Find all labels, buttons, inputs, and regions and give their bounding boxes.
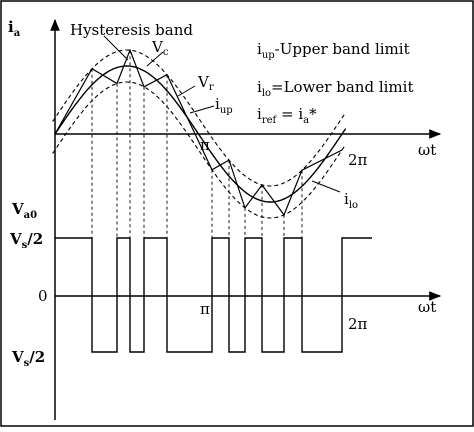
ia-axis-label: ia	[8, 18, 21, 39]
vs2-positive-label: Vs/2	[9, 230, 43, 251]
legend-reference-current: iref = ia*	[257, 105, 317, 126]
upper-band-limit	[52, 49, 345, 187]
pi-label-top: π	[200, 136, 210, 154]
reference-current-sine	[54, 65, 347, 203]
vr-label: Vr	[197, 73, 214, 93]
vc-label: Vc	[151, 38, 169, 58]
ilo-pointer	[311, 180, 341, 193]
hysteresis-pointer	[103, 35, 129, 61]
vr-pointer	[177, 85, 196, 97]
pi-label-bottom: π	[200, 300, 210, 318]
vc-pointer	[146, 51, 164, 67]
legend-upper-band: iup-Upper band limit	[257, 40, 410, 61]
omega-t-label-bottom: ωt	[418, 298, 436, 316]
iup-label: iup	[215, 95, 233, 116]
hysteresis-band-label: Hysteresis band	[70, 21, 193, 39]
ilo-label: ilo	[344, 190, 358, 211]
lower-band-limit	[52, 81, 345, 219]
iup-pointer	[189, 105, 215, 114]
omega-t-label-top: ωt	[418, 141, 436, 159]
output-voltage-waveform	[55, 237, 372, 353]
legend-lower-band: ilo=Lower band limit	[257, 78, 413, 99]
vs2-negative-label: Vs/2	[11, 348, 45, 369]
va0-axis-label: Va0	[11, 200, 37, 221]
zero-label: 0	[38, 287, 48, 305]
two-pi-label-bottom: 2π	[348, 315, 368, 333]
two-pi-label-top: 2π	[348, 151, 368, 169]
